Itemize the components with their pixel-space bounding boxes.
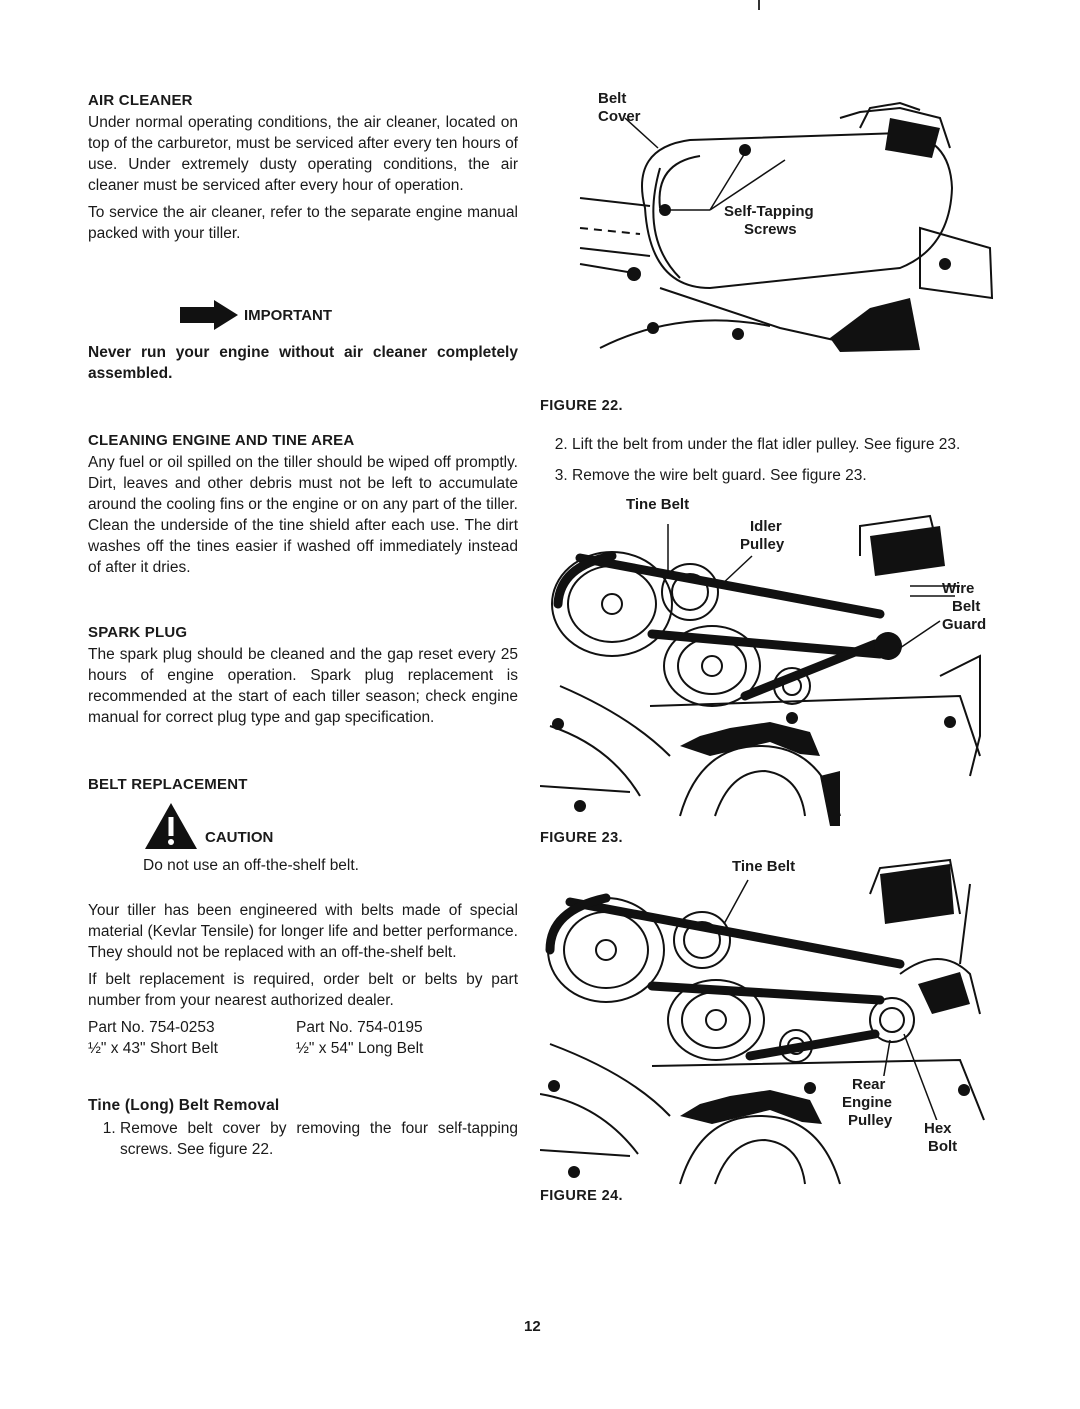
- part-description: ½" x 54" Long Belt: [296, 1040, 424, 1057]
- belt-replacement-heading: BELT REPLACEMENT: [88, 776, 248, 793]
- air-cleaner-paragraph-1: Under normal operating conditions, the a…: [88, 114, 518, 194]
- left-column: AIR CLEANER Under normal operating condi…: [88, 92, 518, 1170]
- tine-belt-removal-heading: Tine (Long) Belt Removal: [88, 1097, 280, 1114]
- rear-pulley-illustration: [540, 858, 985, 1185]
- figure-24: Tine Belt Rear Engine Pulley Hex Bolt: [540, 854, 1000, 1186]
- callout-guard-line: Wire: [942, 580, 975, 597]
- removal-steps-left: Remove belt cover by removing the four s…: [88, 1118, 518, 1160]
- spark-plug-paragraph: The spark plug should be cleaned and the…: [88, 646, 518, 726]
- removal-step: Lift the belt from under the flat idler …: [572, 434, 1000, 455]
- parts-table: Part No. 754-0253 Part No. 754-0195 ½" x…: [88, 1017, 518, 1059]
- air-cleaner-heading: AIR CLEANER: [88, 92, 193, 109]
- important-banner: IMPORTANT: [180, 300, 518, 330]
- part-number: Part No. 754-0195: [296, 1019, 423, 1036]
- right-column: Belt Cover Self-Tapping Screws FIGURE 22…: [540, 88, 1000, 1204]
- callout-screws: Self-Tapping Screws: [722, 203, 816, 239]
- callout-idler-pulley: Idler Pulley: [740, 518, 784, 554]
- air-cleaner-section: AIR CLEANER Under normal operating condi…: [88, 92, 518, 244]
- figure-24-label: FIGURE 24.: [540, 1188, 623, 1204]
- callout-hex-line: Hex: [924, 1120, 952, 1137]
- tine-belt-removal-section: Tine (Long) Belt Removal Remove belt cov…: [88, 1097, 518, 1160]
- callout-rear-engine-pulley: Rear Engine Pulley: [840, 1076, 895, 1130]
- figure-22: Belt Cover Self-Tapping Screws: [540, 88, 1000, 360]
- callout-guard-line: Belt: [952, 598, 981, 615]
- callout-wire-belt-guard: Wire Belt Guard: [942, 580, 986, 634]
- spark-plug-section: SPARK PLUG The spark plug should be clea…: [88, 624, 518, 728]
- callout-screws-line: Screws: [744, 221, 797, 238]
- figure-23-label: FIGURE 23.: [540, 830, 623, 846]
- callout-hex-line: Bolt: [928, 1138, 958, 1155]
- important-notice: IMPORTANT Never run your engine without …: [88, 300, 518, 384]
- callout-belt-cover: Belt Cover: [598, 90, 641, 126]
- callout-rear-line: Rear: [852, 1076, 886, 1093]
- tine-belt-illustration: [540, 514, 981, 826]
- caution-label: CAUTION: [205, 828, 274, 846]
- caution-banner: CAUTION: [143, 801, 518, 851]
- warning-triangle-icon: [145, 803, 197, 849]
- callout-hex-bolt: Hex Bolt: [922, 1120, 960, 1156]
- callout-screws-line: Self-Tapping: [724, 203, 814, 220]
- air-cleaner-paragraph-2: To service the air cleaner, refer to the…: [88, 204, 518, 242]
- part-number: Part No. 754-0253: [88, 1019, 215, 1036]
- callout-tine-belt: Tine Belt: [730, 858, 798, 876]
- removal-step: Remove the wire belt guard. See figure 2…: [572, 465, 1000, 486]
- part-description: ½" x 43" Short Belt: [88, 1040, 218, 1057]
- belt-paragraph-1: Your tiller has been engineered with bel…: [88, 902, 518, 961]
- caution-text: Do not use an off-the-shelf belt.: [143, 857, 359, 874]
- cleaning-paragraph: Any fuel or oil spilled on the tiller sh…: [88, 454, 518, 576]
- scan-mark: [758, 0, 760, 10]
- callout-idler-line: Pulley: [740, 536, 785, 553]
- callout-belt-cover-line: Cover: [598, 108, 641, 125]
- callout-rear-line: Pulley: [848, 1112, 893, 1129]
- figure-22-label: FIGURE 22.: [540, 398, 623, 414]
- important-text: Never run your engine without air cleane…: [88, 344, 518, 382]
- callout-belt-cover-line: Belt: [598, 90, 627, 107]
- removal-step: Remove belt cover by removing the four s…: [120, 1118, 518, 1160]
- important-label: IMPORTANT: [244, 306, 333, 324]
- callout-idler-line: Idler: [750, 518, 782, 535]
- callout-guard-line: Guard: [942, 616, 987, 633]
- cleaning-heading: CLEANING ENGINE AND TINE AREA: [88, 432, 355, 449]
- callout-rear-line: Engine: [842, 1094, 893, 1111]
- cleaning-section: CLEANING ENGINE AND TINE AREA Any fuel o…: [88, 432, 518, 578]
- removal-steps-right: Lift the belt from under the flat idler …: [540, 434, 1000, 486]
- belt-cover-illustration: [579, 101, 994, 352]
- page-number: 12: [524, 1318, 541, 1335]
- callout-tine-belt: Tine Belt: [626, 496, 690, 513]
- spark-plug-heading: SPARK PLUG: [88, 624, 188, 641]
- belt-paragraph-2: If belt replacement is required, order b…: [88, 971, 518, 1009]
- arrow-icon: [180, 300, 238, 330]
- belt-replacement-section: BELT REPLACEMENT CAUTION Do not use an o…: [88, 776, 518, 1059]
- figure-23: Tine Belt Idler Pulley Wire Belt Guard: [540, 496, 1000, 826]
